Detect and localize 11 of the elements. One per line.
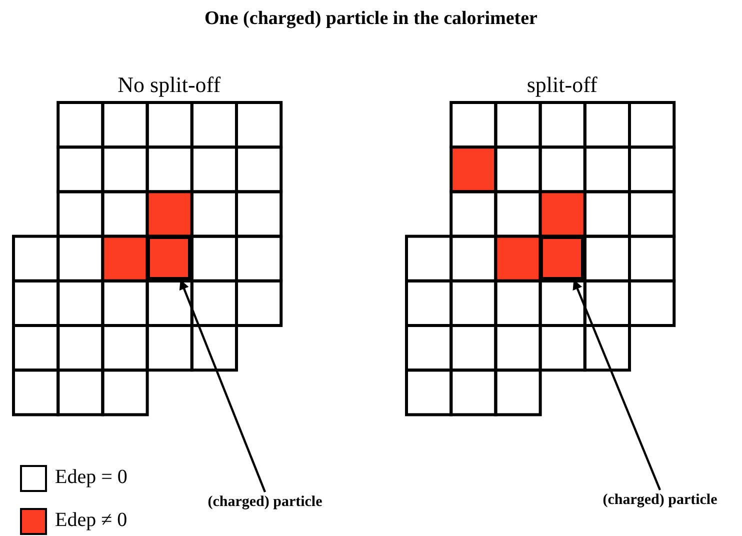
particle-label: (charged) particle — [575, 492, 742, 509]
particle-label: (charged) particle — [180, 494, 350, 511]
legend-label: Edep = 0 — [55, 466, 128, 489]
legend-label: Edep ≠ 0 — [55, 509, 128, 532]
leader-line — [179, 279, 266, 492]
leader-line — [572, 279, 662, 490]
highlighted-cell — [540, 236, 584, 280]
panel-heading: split-off — [526, 72, 598, 98]
highlighted-cell — [146, 236, 192, 280]
diagram-title: One (charged) particle in the calorimeter — [204, 8, 538, 30]
panel-heading: No split-off — [116, 72, 222, 98]
